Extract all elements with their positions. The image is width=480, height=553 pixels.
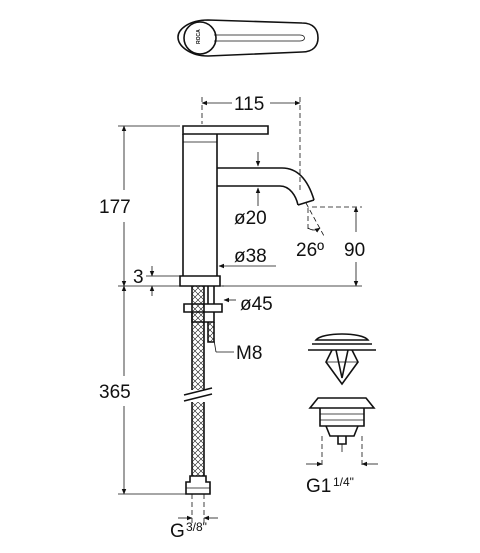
dim-115-label: 115 bbox=[234, 94, 264, 115]
dim-outlet-diameter-label: ø20 bbox=[234, 208, 267, 229]
dimension-total-height: 177 bbox=[99, 125, 180, 287]
dimension-stud-thread: M8 bbox=[213, 339, 262, 364]
dim-90-label: 90 bbox=[344, 240, 365, 261]
waste-valve-drawing: G1 1/4" bbox=[306, 333, 378, 497]
dimension-hose-thread: G 3/8" bbox=[170, 494, 218, 542]
dimension-hose-length: 365 bbox=[99, 285, 186, 495]
dim-g-fraction-label: 3/8" bbox=[186, 520, 207, 534]
top-view: ROCA bbox=[177, 19, 319, 57]
dim-177-label: 177 bbox=[99, 197, 131, 218]
brand-logo: ROCA bbox=[196, 29, 202, 44]
dimension-base-diameter: ø45 bbox=[223, 294, 273, 315]
tap-side-view bbox=[176, 125, 315, 495]
dim-waste-main-label: G1 bbox=[306, 476, 331, 497]
dim-26deg-label: 26º bbox=[296, 240, 324, 261]
dimension-spout-angle: 26º bbox=[296, 202, 325, 261]
dim-38-label: ø38 bbox=[234, 246, 267, 267]
dim-g-main-label: G bbox=[170, 521, 185, 542]
dimension-body-diameter: ø38 bbox=[218, 246, 276, 269]
dim-3-label: 3 bbox=[133, 267, 144, 288]
dim-m8-label: M8 bbox=[236, 343, 262, 364]
dimension-base-thickness: 3 bbox=[133, 266, 180, 296]
dim-waste-fraction-label: 1/4" bbox=[333, 475, 354, 489]
dim-45-label: ø45 bbox=[240, 294, 273, 315]
dimension-outlet-height: 90 bbox=[222, 206, 365, 287]
dim-365-label: 365 bbox=[99, 382, 131, 403]
dimension-spout-reach: 115 bbox=[201, 94, 301, 190]
